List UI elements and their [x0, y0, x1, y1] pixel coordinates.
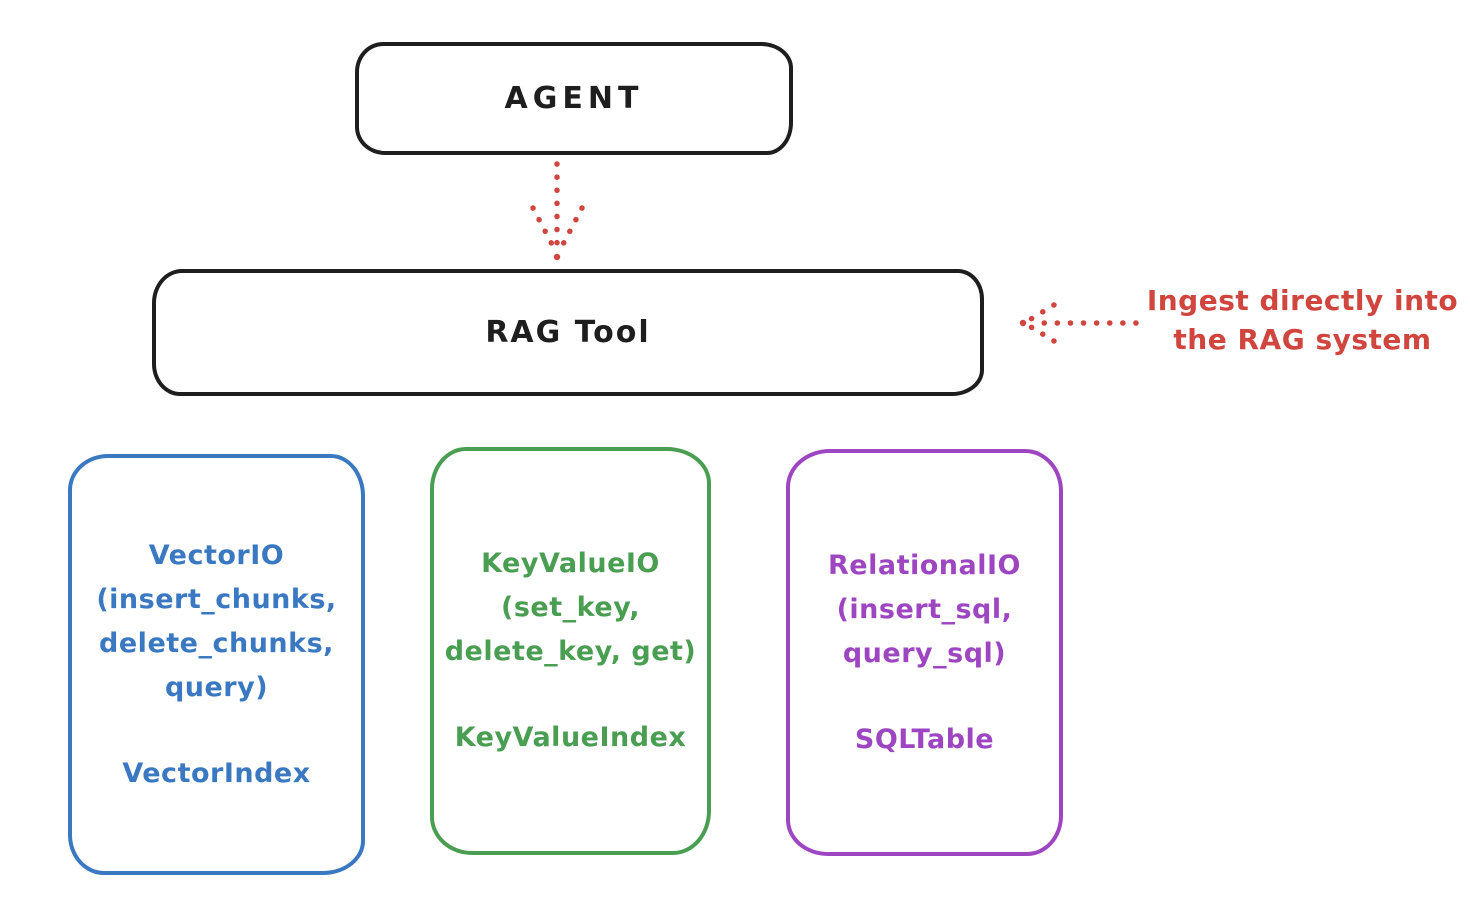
rag-tool-node: RAG Tool	[152, 269, 984, 396]
relational-io-body: RelationalIO (insert_sql, query_sql)	[828, 549, 1021, 669]
agent-to-ragtool-arrow-icon	[530, 161, 585, 261]
ingest-arrow-icon	[1019, 302, 1139, 344]
keyvalue-io-body: KeyValueIO (set_key, delete_key, get)	[444, 548, 697, 667]
keyvalue-io-node: KeyValueIO (set_key, delete_key, get) Ke…	[430, 447, 711, 855]
vector-io-footer: VectorIndex	[122, 757, 311, 789]
keyvalue-io-footer: KeyValueIndex	[454, 722, 687, 753]
vector-io-body: VectorIO (insert_chunks, delete_chunks, …	[96, 539, 337, 703]
rag-tool-node-label: RAG Tool	[485, 315, 651, 350]
vector-io-node: VectorIO (insert_chunks, delete_chunks, …	[68, 454, 365, 875]
relational-io-node: RelationalIO (insert_sql, query_sql) SQL…	[786, 449, 1063, 856]
relational-io-footer: SQLTable	[854, 723, 995, 755]
agent-node-label: AGENT	[504, 81, 644, 116]
agent-node: AGENT	[355, 42, 793, 155]
ingest-annotation: Ingest directly into the RAG system	[1146, 284, 1459, 356]
